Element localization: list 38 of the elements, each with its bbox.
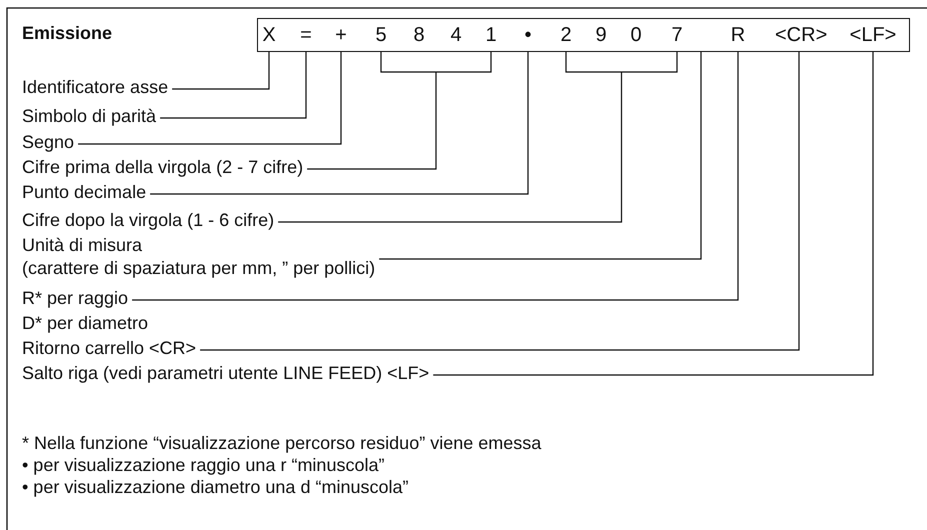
digit: 1 <box>485 23 497 48</box>
digit: 5 <box>375 23 387 48</box>
leader-line <box>132 51 739 301</box>
digit: 0 <box>630 23 642 48</box>
callout-label: Cifre dopo la virgola (1 - 6 cifre) <box>22 209 274 232</box>
callout-label: (carattere di spaziatura per mm, ” per pollici) <box>22 257 376 280</box>
note-text: * Nella funzione “visualizzazione percorso residuo” viene emessa <box>22 432 542 455</box>
leader-line <box>433 51 874 376</box>
character: <LF> <box>849 19 897 51</box>
note-text: • per visualizzazione raggio una r “minuscola” <box>22 454 384 477</box>
leader-line <box>200 51 800 351</box>
callout-label: Salto riga (vedi parametri utente LINE FEED) <LF> <box>22 362 430 385</box>
digit: 4 <box>450 23 462 48</box>
callout-label: Segno <box>22 131 74 154</box>
callout-label: Ritorno carrello <CR> <box>22 337 196 360</box>
callout-label: Unità di misura <box>22 234 144 257</box>
digit: 9 <box>595 23 607 48</box>
digit: 8 <box>413 23 425 48</box>
code-box <box>257 18 910 52</box>
leader-line <box>379 52 702 260</box>
callout-label: Cifre prima della virgola (2 - 7 cifre) <box>22 156 304 179</box>
note-text: • per visualizzazione diametro una d “minuscola” <box>22 476 408 499</box>
digit: 2 <box>560 23 572 48</box>
leader-line <box>306 50 492 170</box>
character: • <box>504 19 552 51</box>
character: R <box>714 19 762 51</box>
leader-line <box>78 51 342 145</box>
leader-line <box>150 51 529 195</box>
leader-line <box>172 51 270 90</box>
callout-label: Simbolo di parità <box>22 105 156 128</box>
callout-label: D* per diametro <box>22 312 148 335</box>
callout-label: Punto decimale <box>22 181 146 204</box>
leader-line <box>160 51 307 119</box>
callout-label: Identificatore asse <box>22 76 168 99</box>
title: Emissione <box>22 22 112 45</box>
leader-line <box>278 50 678 223</box>
digit: 7 <box>671 23 683 48</box>
callout-label: R* per raggio <box>22 287 128 310</box>
